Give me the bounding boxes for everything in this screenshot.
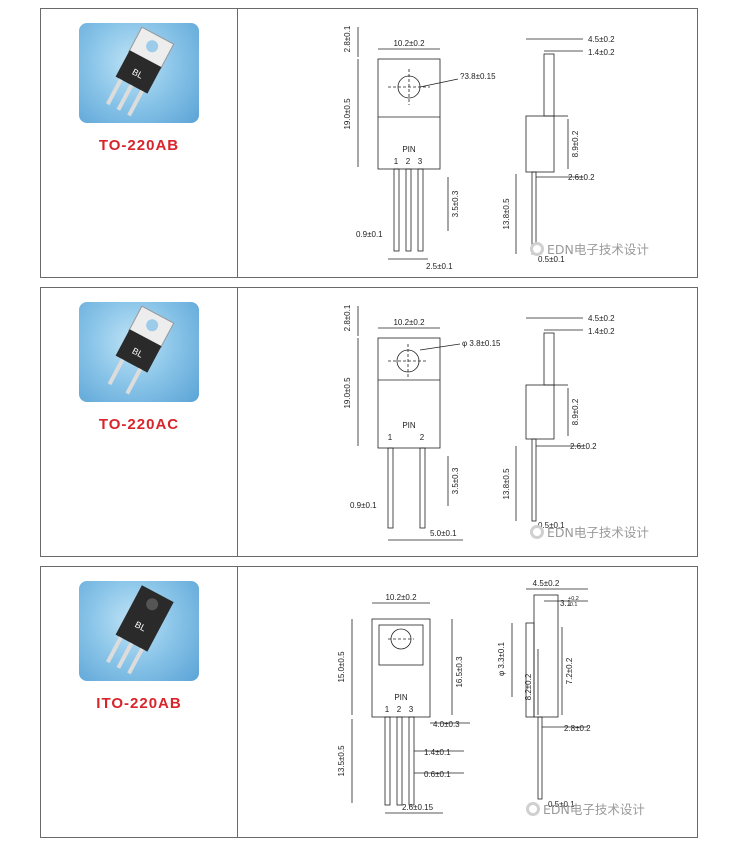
dim-side-total: 4.5±0.2 <box>588 35 615 44</box>
dim-hole: φ 3.3±0.1 <box>497 641 506 676</box>
pin-number: 1 <box>388 433 393 442</box>
wechat-icon <box>530 241 544 256</box>
dim-lead-thick: 0.5±0.1 <box>538 255 565 264</box>
package-name: TO-220AB <box>98 137 180 154</box>
dim-lead-length: 13.5±0.5 <box>337 745 346 777</box>
thumbnail-cell: BL TO-220AC <box>41 288 238 556</box>
transistor-illustration: BL <box>107 305 175 395</box>
pin-number: 3 <box>418 157 423 166</box>
chip-label: BL <box>130 67 144 81</box>
package-name: ITO-220AB <box>96 695 182 712</box>
dim-side-step: 2.8±0.2 <box>564 724 591 733</box>
dim-body-height: 19.0±0.5 <box>343 98 352 130</box>
dim-lead-width: 0.9±0.1 <box>356 230 383 239</box>
dimension-drawing: 10.2±0.2 ?3.8±0.15 PIN 1 2 3 2.8±0.1 19.… <box>238 9 697 277</box>
watermark-text: EDN电子技术设计 <box>547 242 649 257</box>
watermark: EDN电子技术设计 <box>530 239 649 258</box>
pin-number: 1 <box>385 705 390 714</box>
dim-side-tab: 3.1 <box>560 599 572 608</box>
dim-total-height: 16.5±0.3 <box>455 656 464 688</box>
dim-side-body: 8.2±0.2 <box>524 673 533 700</box>
dim-body-height: 15.0±0.5 <box>337 651 346 683</box>
dim-shoulder: 1.4±0.1 <box>424 748 451 757</box>
dim-lead-thick: 0.5±0.1 <box>548 800 575 809</box>
dim-side-tab-tol-lower: -0.1 <box>568 602 577 608</box>
dimension-drawing: 10.2±0.2 φ 3.8±0.15 PIN 1 2 2.8±0.1 19.0… <box>238 288 697 556</box>
package-photo: BL <box>79 23 199 123</box>
pin-number: 3 <box>409 705 414 714</box>
panel-ito220ab: BL ITO-220AB <box>40 566 698 838</box>
pin-number: 2 <box>397 705 402 714</box>
dim-side-body: 8.9±0.2 <box>571 398 580 425</box>
package-photo: BL <box>79 302 199 402</box>
watermark: EDN电子技术设计 <box>526 799 645 818</box>
dim-top-gap: 2.8±0.1 <box>343 25 352 52</box>
dim-top-gap: 2.8±0.1 <box>343 304 352 331</box>
pin-number: 1 <box>394 157 399 166</box>
dim-lead-step: 4.0±0.3 <box>433 720 460 729</box>
dim-hole: φ 3.8±0.15 <box>462 339 501 348</box>
dim-pitch: 2.6±0.15 <box>402 803 434 812</box>
package-photo: BL <box>79 581 199 681</box>
dim-side-tab-tol-upper: +0.2 <box>568 596 579 602</box>
thumbnail-cell: BL TO-220AB <box>41 9 238 277</box>
chip-label: BL <box>133 619 147 633</box>
wechat-icon <box>530 524 544 539</box>
dim-lead-width: 0.6±0.1 <box>424 770 451 779</box>
chip-label: BL <box>130 346 144 360</box>
dim-lead-step: 3.5±0.3 <box>451 467 460 494</box>
transistor-illustration: BL <box>105 26 175 117</box>
package-name: TO-220AC <box>98 416 180 433</box>
dim-width: 10.2±0.2 <box>385 593 417 602</box>
dimension-drawing: 10.2±0.2 PIN 1 2 3 15.0±0.5 16.5±0.3 4.0… <box>238 567 697 837</box>
dim-pitch: 2.5±0.1 <box>426 262 453 271</box>
dim-width: 10.2±0.2 <box>393 318 425 327</box>
dim-side-body: 8.9±0.2 <box>571 130 580 157</box>
dim-lead-length: 13.8±0.5 <box>502 198 511 230</box>
panel-to220ab: BL TO-220AB <box>40 8 698 278</box>
dim-side-inner: 7.2±0.2 <box>565 657 574 684</box>
watermark: EDN电子技术设计 <box>530 522 649 541</box>
dim-lead-step: 3.5±0.3 <box>451 190 460 217</box>
dim-side-tab: 1.4±0.2 <box>588 48 615 57</box>
dim-side-total: 4.5±0.2 <box>588 314 615 323</box>
thumbnail-cell: BL ITO-220AB <box>41 567 238 837</box>
dim-pitch: 5.0±0.1 <box>430 529 457 538</box>
dim-side-step: 2.6±0.2 <box>570 442 597 451</box>
panel-to220ac: BL TO-220AC 10.2±0.2 φ 3.8±0 <box>40 287 698 557</box>
dim-body-height: 19.0±0.5 <box>343 377 352 409</box>
watermark-text: EDN电子技术设计 <box>543 802 645 817</box>
dim-lead-width: 0.9±0.1 <box>350 501 377 510</box>
pin-number: 2 <box>406 157 411 166</box>
pin-number: 2 <box>420 433 425 442</box>
dim-lead-thick: 0.5±0.1 <box>538 521 565 530</box>
dim-width: 10.2±0.2 <box>393 39 425 48</box>
dim-side-tab: 1.4±0.2 <box>588 327 615 336</box>
dim-side-total: 4.5±0.2 <box>533 579 560 588</box>
dim-lead-length: 13.8±0.5 <box>502 468 511 500</box>
transistor-illustration: BL <box>105 585 174 675</box>
watermark-text: EDN电子技术设计 <box>547 525 649 540</box>
dim-hole: ?3.8±0.15 <box>460 72 496 81</box>
wechat-icon <box>526 801 540 816</box>
dim-side-step: 2.6±0.2 <box>568 173 595 182</box>
pin-label: PIN <box>394 693 408 702</box>
pin-label: PIN <box>402 145 416 154</box>
pin-label: PIN <box>402 421 416 430</box>
